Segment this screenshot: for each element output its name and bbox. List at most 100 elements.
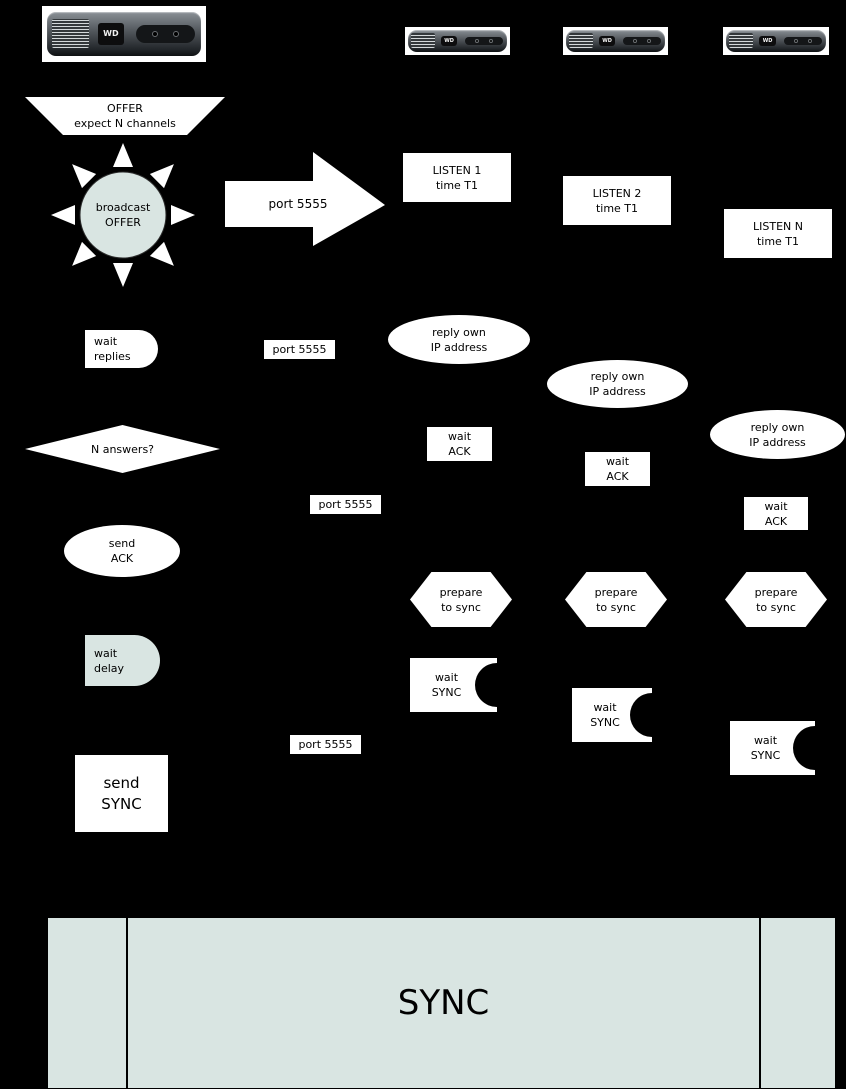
- prepare-3-line1: prepare: [754, 585, 798, 599]
- reply-ip-node-2: reply own IP address: [547, 360, 688, 408]
- reply-ip-2-line2: IP address: [589, 385, 646, 398]
- reply-ip-2-line1: reply own: [590, 370, 645, 383]
- wait-sync-2-line2: SYNC: [590, 716, 620, 729]
- listenN-line2: time T1: [756, 234, 800, 248]
- wait-ack-3-line2: ACK: [764, 514, 788, 528]
- sunburst-icon: [51, 143, 195, 287]
- device-body: WD: [46, 11, 202, 57]
- wait-ack-node-1: wait ACK: [427, 427, 492, 461]
- timeline-divider-left: [126, 918, 128, 1088]
- wd-logo: WD: [440, 35, 458, 47]
- device-front-panel: [136, 25, 195, 43]
- send-sync-line1: send: [103, 773, 140, 792]
- wait-ack-3-line1: wait: [764, 499, 788, 513]
- port-label-broadcast: port 5555: [268, 197, 328, 211]
- listenN-line1: LISTEN N: [753, 219, 803, 233]
- device-vents: [569, 33, 593, 49]
- prepare-sync-node-3: prepare to sync: [725, 572, 827, 627]
- port-label-reply: port 5555: [264, 340, 335, 359]
- wd-logo: WD: [97, 23, 124, 45]
- wait-delay-line2: delay: [94, 661, 125, 675]
- offer-banner-node: OFFER expect N channels: [25, 97, 225, 135]
- prepare-2-line2: to sync: [596, 600, 636, 614]
- send-ack-line2: ACK: [110, 552, 134, 565]
- client2-media-player-image: WD: [563, 27, 668, 55]
- listen1-line2: time T1: [435, 178, 479, 192]
- device-button-dot: [633, 38, 638, 43]
- prepare-1-line2: to sync: [441, 600, 481, 614]
- device-vents: [411, 33, 435, 49]
- wait-ack-node-3: wait ACK: [744, 497, 808, 530]
- offer-banner-line1: OFFER: [107, 102, 143, 115]
- broadcast-offer-node: broadcast OFFER: [50, 140, 196, 290]
- n-answers-decision-node: N answers?: [25, 425, 220, 473]
- wait-delay-node: wait delay: [85, 635, 160, 686]
- listenN-node: LISTEN N time T1: [724, 209, 832, 258]
- wd-logo: WD: [759, 35, 776, 47]
- device-body: WD: [408, 29, 507, 53]
- reply-ip-1-line2: IP address: [430, 340, 488, 354]
- device-button-dot: [173, 30, 180, 37]
- device-body: WD: [566, 29, 665, 53]
- port-label-ack: port 5555: [310, 495, 381, 514]
- wait-replies-node: wait replies: [85, 330, 158, 368]
- device-button-dot: [793, 38, 798, 43]
- wd-logo: WD: [598, 35, 616, 47]
- broadcast-offer-label: broadcast OFFER: [50, 140, 196, 290]
- timeline-divider-right: [759, 918, 761, 1088]
- wait-sync-2-line1: wait: [593, 701, 617, 714]
- port-label-sync: port 5555: [290, 735, 361, 754]
- prepare-3-line2: to sync: [756, 600, 796, 614]
- reply-ip-node-1: reply own IP address: [388, 315, 530, 364]
- device-vents: [729, 33, 754, 49]
- device-front-panel: [623, 36, 661, 46]
- send-ack-line1: send: [108, 537, 136, 550]
- wait-sync-3-line2: SYNC: [750, 749, 781, 762]
- listen2-line2: time T1: [595, 201, 639, 215]
- n-answers-label: N answers?: [90, 442, 155, 456]
- prepare-sync-node-1: prepare to sync: [410, 572, 512, 627]
- device-button-dot: [475, 38, 480, 43]
- device-front-panel: [465, 36, 503, 46]
- wait-replies-line2: replies: [94, 350, 131, 363]
- device-vents: [51, 18, 89, 49]
- wait-ack-1-line1: wait: [447, 430, 472, 443]
- broadcast-line1: broadcast: [95, 201, 151, 214]
- send-sync-node: send SYNC: [75, 755, 168, 832]
- sync-timeline-bar: SYNC: [48, 918, 835, 1088]
- reply-ip-node-3: reply own IP address: [710, 410, 845, 459]
- sync-bar-label: SYNC: [397, 983, 490, 1023]
- wait-sync-node-2: wait SYNC: [572, 688, 674, 742]
- send-ack-node: send ACK: [64, 525, 180, 577]
- clientN-media-player-image: WD: [723, 27, 829, 55]
- reply-ip-1-line1: reply own: [432, 325, 486, 339]
- listen1-line1: LISTEN 1: [432, 163, 482, 177]
- wait-delay-line1: wait: [94, 646, 118, 660]
- send-sync-line2: SYNC: [101, 794, 142, 813]
- device-button-dot: [489, 38, 494, 43]
- offer-banner-line2: expect N channels: [74, 117, 176, 130]
- reply-ip-3-line1: reply own: [750, 420, 805, 434]
- reply-ip-3-line2: IP address: [749, 435, 806, 449]
- device-button-dot: [807, 38, 812, 43]
- wait-sync-node-3: wait SYNC: [730, 721, 837, 775]
- wait-ack-1-line2: ACK: [448, 445, 471, 458]
- prepare-2-line1: prepare: [594, 585, 638, 599]
- listen2-node: LISTEN 2 time T1: [563, 176, 671, 225]
- listen2-line1: LISTEN 2: [592, 186, 642, 200]
- server-media-player-image: WD: [42, 6, 206, 62]
- wait-replies-line1: wait: [94, 335, 118, 348]
- device-body: WD: [726, 29, 826, 53]
- listen1-node: LISTEN 1 time T1: [403, 153, 511, 202]
- broadcast-arrow-icon: [225, 152, 385, 246]
- prepare-1-line1: prepare: [439, 585, 483, 599]
- broadcast-line2: OFFER: [105, 216, 141, 229]
- wait-sync-1-line1: wait: [434, 671, 459, 684]
- device-front-panel: [783, 36, 822, 46]
- wait-sync-1-line2: SYNC: [431, 686, 462, 699]
- device-button-dot: [151, 30, 158, 37]
- wait-sync-node-1: wait SYNC: [410, 658, 519, 712]
- wait-sync-3-line1: wait: [753, 734, 778, 747]
- wait-ack-2-line2: ACK: [606, 470, 629, 483]
